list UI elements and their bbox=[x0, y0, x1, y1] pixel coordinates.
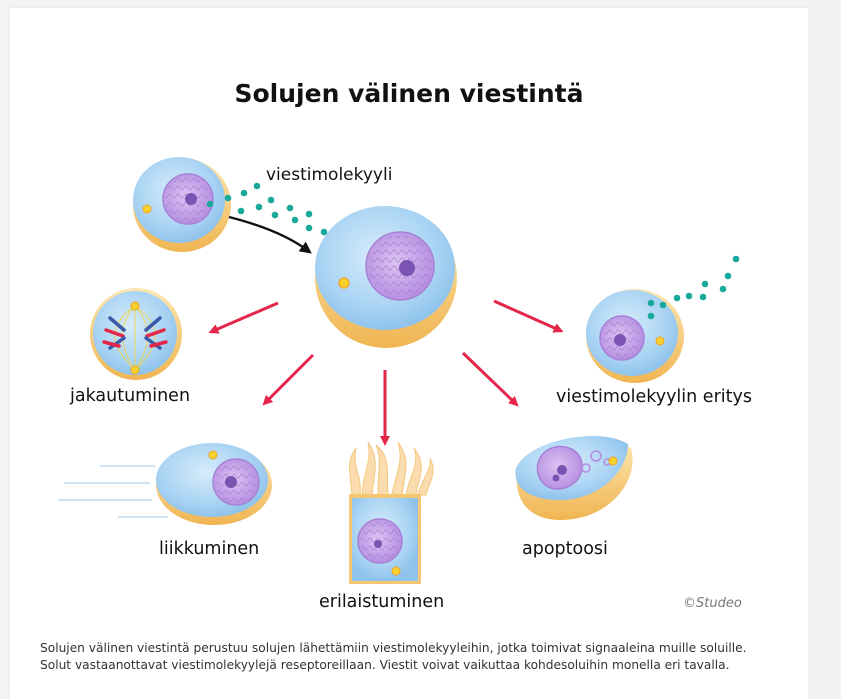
figure-caption: Solujen välinen viestintä perustuu soluj… bbox=[40, 641, 747, 672]
dividing-cell bbox=[90, 288, 182, 380]
arrow-to-secretion bbox=[493, 299, 564, 333]
label-division: jakautuminen bbox=[69, 386, 190, 406]
signal-molecules bbox=[206, 182, 342, 245]
secreted-molecules bbox=[647, 255, 740, 320]
label-signal-molecule: viestimolekyyli bbox=[266, 165, 392, 185]
arrow-to-apoptosis bbox=[461, 351, 519, 407]
arrow-to-division bbox=[208, 301, 279, 334]
moving-cell bbox=[58, 443, 272, 525]
sender-cell bbox=[133, 157, 231, 252]
apoptotic-cell bbox=[515, 435, 633, 520]
target-cell bbox=[315, 206, 457, 348]
signal-arrow bbox=[228, 215, 312, 254]
page-side-strip bbox=[808, 0, 841, 699]
arrow-to-movement bbox=[262, 353, 315, 406]
label-secretion: viestimolekyylin eritys bbox=[556, 387, 752, 407]
image-credit: ©Studeo bbox=[683, 596, 742, 611]
differentiated-cell bbox=[349, 441, 434, 584]
label-movement: liikkuminen bbox=[159, 539, 259, 559]
label-differentiation: erilaistuminen bbox=[319, 592, 444, 612]
label-apoptosis: apoptoosi bbox=[522, 539, 608, 559]
secreting-cell bbox=[586, 289, 684, 383]
outcome-arrows bbox=[208, 299, 564, 446]
diagram-title: Solujen välinen viestintä bbox=[235, 79, 584, 108]
